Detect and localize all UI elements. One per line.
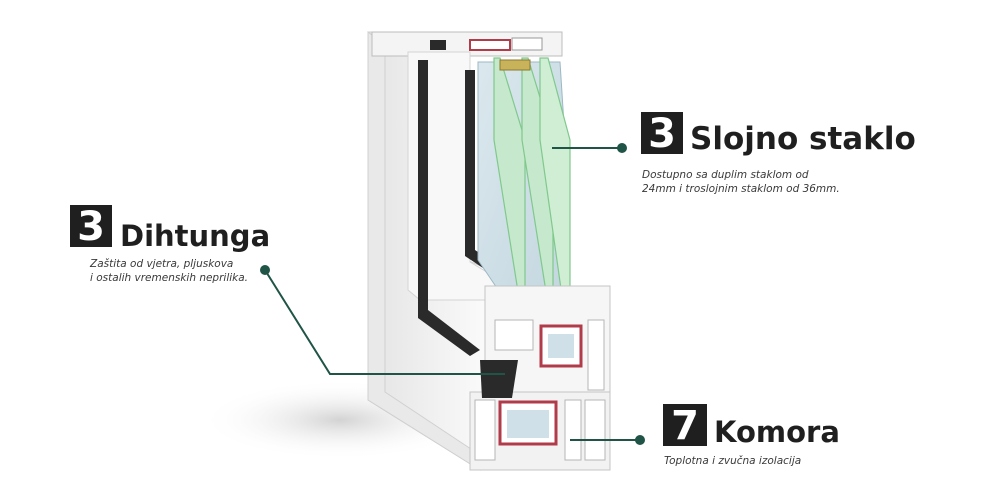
number-badge-seal: 3 — [70, 205, 112, 247]
chamber-cross-section — [469, 285, 611, 471]
desc-glass-line1: Dostupno sa duplim staklom od — [642, 169, 809, 181]
glass-unit — [477, 57, 588, 316]
desc-seal-line2: i ostalih vremenskih neprilika. — [90, 272, 249, 284]
leader-line-seal — [264, 269, 505, 375]
leader-dot-chambers — [635, 435, 645, 445]
leader-dot-glass — [617, 143, 627, 153]
leader-dot-seal — [260, 265, 270, 275]
desc-chambers-line1: Toplotna i zvučna izolacija — [664, 455, 802, 467]
desc-glass-line2: 24mm i troslojnim staklom od 36mm. — [642, 183, 840, 195]
title-chambers: Komora — [714, 415, 840, 449]
desc-seal-line1: Zaštita od vjetra, pljuskova — [90, 258, 234, 270]
title-glass: Slojno staklo — [690, 121, 916, 157]
title-seal: Dihtunga — [120, 219, 271, 253]
number-badge-glass: 3 — [641, 112, 683, 154]
number-badge-chambers: 7 — [663, 404, 707, 446]
seal-gasket — [480, 360, 518, 398]
leader-lines — [260, 143, 645, 445]
